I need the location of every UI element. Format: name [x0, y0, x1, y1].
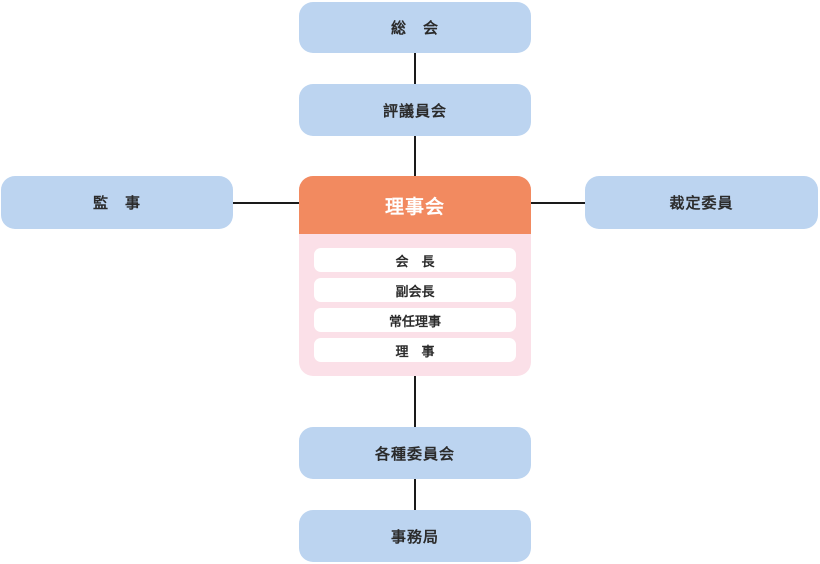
node-committees: 各種委員会	[299, 427, 531, 479]
connector-auditors-board	[233, 202, 299, 204]
node-general-assembly: 総 会	[299, 2, 531, 53]
board-title: 理事会	[299, 176, 531, 234]
connector-committees-secretariat	[414, 479, 416, 510]
board-roles: 会 長 副会長 常任理事 理 事	[299, 234, 531, 362]
connector-board-arbitration	[531, 202, 585, 204]
board-role-president: 会 長	[314, 248, 516, 272]
node-councilors: 評議員会	[299, 84, 531, 136]
node-secretariat: 事務局	[299, 510, 531, 562]
connector-councilors-board	[414, 136, 416, 176]
board-role-executive-director: 常任理事	[314, 308, 516, 332]
node-auditors: 監 事	[1, 176, 233, 229]
board-role-vice-president: 副会長	[314, 278, 516, 302]
node-board: 理事会 会 長 副会長 常任理事 理 事	[299, 176, 531, 376]
connector-assembly-councilors	[414, 53, 416, 84]
node-arbitration: 裁定委員	[585, 176, 818, 229]
board-role-director: 理 事	[314, 338, 516, 362]
connector-board-committees	[414, 376, 416, 427]
